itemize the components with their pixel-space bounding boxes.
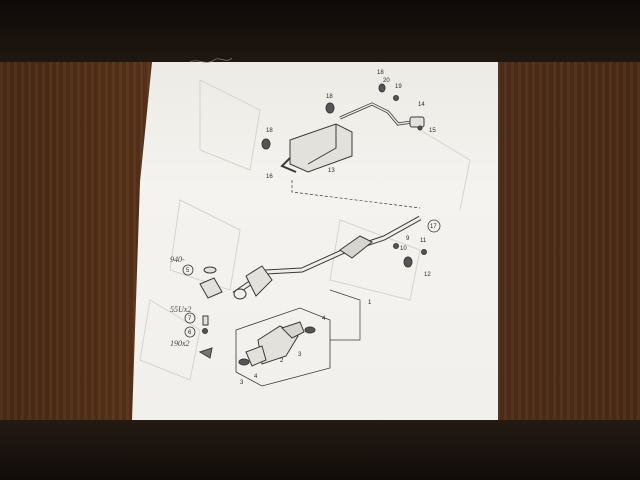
catalyst-inset bbox=[235, 307, 331, 387]
callout-17: 17 bbox=[430, 224, 437, 230]
assembly-bracket bbox=[329, 289, 361, 341]
note-190x2: 190x2 bbox=[170, 339, 190, 348]
hanger-rubbers bbox=[261, 83, 427, 268]
faint-background-print bbox=[139, 79, 471, 381]
callout-labels: 18 20 19 14 15 18 18 13 16 17 9 10 11 12… bbox=[182, 70, 441, 386]
callout-1: 1 bbox=[368, 300, 372, 306]
callout-7-circle bbox=[184, 312, 196, 324]
callout-19: 19 bbox=[395, 84, 402, 90]
callout-5: 5 bbox=[186, 268, 190, 274]
callout-2: 2 bbox=[280, 358, 284, 364]
callout-18-c: 18 bbox=[266, 128, 273, 134]
callout-3-b: 3 bbox=[240, 380, 244, 386]
callout-14: 14 bbox=[418, 102, 425, 108]
callout-11: 11 bbox=[420, 238, 427, 244]
rear-muffler-assembly bbox=[280, 102, 425, 173]
callout-6: 6 bbox=[188, 330, 192, 336]
callout-5-circle bbox=[182, 264, 194, 276]
callout-20: 20 bbox=[383, 78, 390, 84]
callout-16: 16 bbox=[266, 174, 273, 180]
callout-15: 15 bbox=[429, 128, 436, 134]
callout-4: 4 bbox=[322, 316, 326, 322]
callout-4-b: 4 bbox=[254, 374, 258, 380]
parts-diagram-sheet bbox=[132, 62, 498, 420]
handwritten-notes: 940- 55Ux2 190x2 bbox=[170, 57, 233, 348]
callout-17-circle bbox=[427, 219, 441, 233]
reference-leader-line bbox=[291, 180, 421, 209]
callout-12: 12 bbox=[424, 272, 431, 278]
callout-6-circle bbox=[184, 326, 196, 338]
callout-7: 7 bbox=[188, 316, 192, 322]
callout-18: 18 bbox=[377, 70, 384, 76]
background-top bbox=[0, 0, 640, 62]
front-pipe-assembly bbox=[232, 215, 422, 300]
callout-3: 3 bbox=[298, 352, 302, 358]
top-handwritten-scribble bbox=[189, 57, 233, 63]
callout-10: 10 bbox=[400, 246, 407, 252]
note-940: 940- bbox=[170, 255, 185, 264]
background-bottom bbox=[0, 420, 640, 480]
note-55ux2: 55Ux2 bbox=[170, 305, 191, 314]
callout-9: 9 bbox=[406, 236, 410, 242]
front-flange-parts bbox=[198, 266, 223, 359]
callout-13: 13 bbox=[328, 168, 335, 174]
callout-18-b: 18 bbox=[326, 94, 333, 100]
